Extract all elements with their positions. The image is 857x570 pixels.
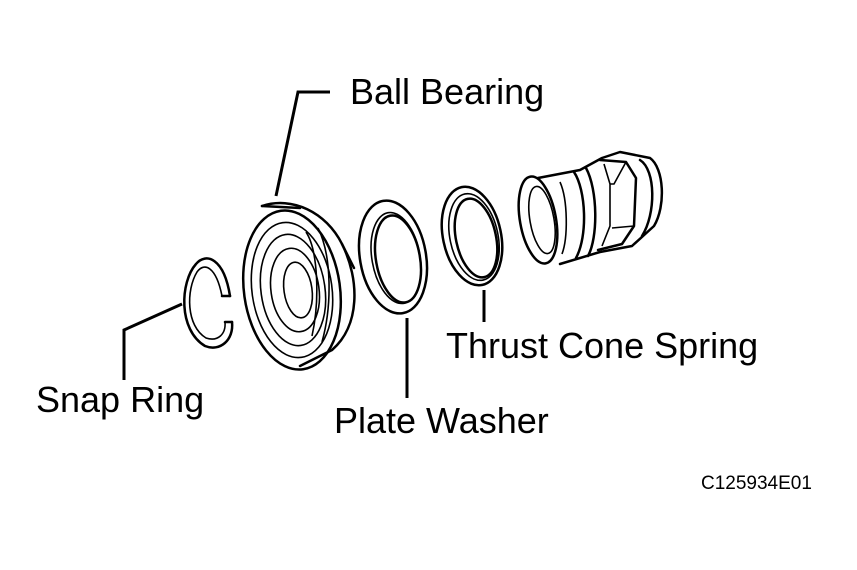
- plate-washer-label: Plate Washer: [334, 400, 549, 441]
- hub-sleeve-part: [517, 150, 664, 266]
- ball-bearing-part: [241, 201, 356, 371]
- thrust-cone-spring-part: [440, 185, 504, 287]
- figure-code: C125934E01: [701, 473, 812, 494]
- snap-ring-part: [183, 257, 234, 349]
- snap-ring-label: Snap Ring: [36, 379, 205, 420]
- leader-lines: [122, 90, 486, 398]
- thrust-cone-spring-label: Thrust Cone Spring: [446, 325, 759, 366]
- leader-snap-ring: [122, 302, 183, 380]
- leader-ball-bearing: [274, 90, 330, 197]
- ball-bearing-label: Ball Bearing: [350, 71, 545, 112]
- plate-washer-part: [357, 199, 429, 315]
